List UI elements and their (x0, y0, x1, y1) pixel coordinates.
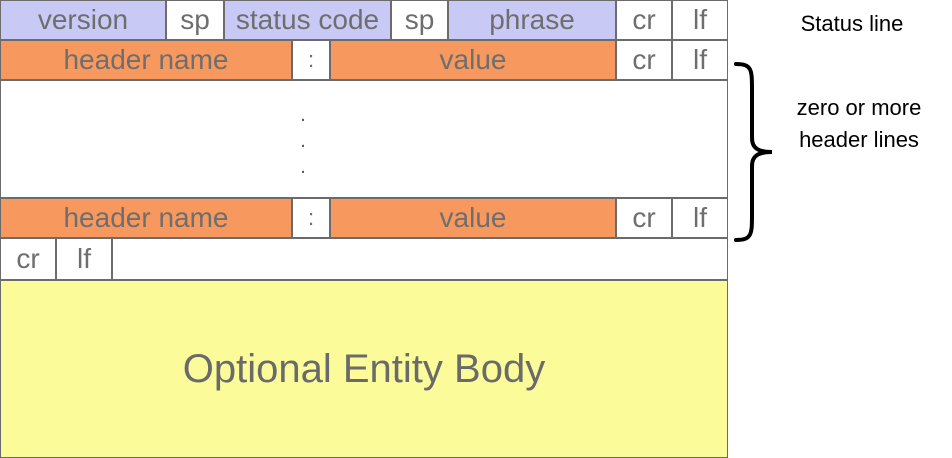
cr-field: cr (616, 198, 672, 238)
header-value-field: value (330, 40, 616, 80)
brace-label-line-2: header lines (799, 127, 919, 152)
space-field-2: sp (391, 0, 448, 40)
header-name-field: header name (0, 40, 292, 80)
lf-field: lf (56, 238, 112, 280)
curly-brace-icon (734, 62, 773, 242)
brace-label: zero or more header lines (770, 92, 948, 156)
colon-field: : (292, 198, 330, 238)
header-value-field: value (330, 198, 616, 238)
lf-field: lf (672, 198, 728, 238)
vertical-ellipsis: . . . (300, 104, 306, 178)
ellipsis-cell (0, 80, 728, 198)
cr-field: cr (616, 0, 672, 40)
entity-body: Optional Entity Body (0, 280, 728, 458)
status-line-label: Status line (800, 11, 904, 36)
cr-field: cr (0, 238, 56, 280)
lf-field: lf (672, 40, 728, 80)
header-name-field: header name (0, 198, 292, 238)
cr-field: cr (616, 40, 672, 80)
space-field-1: sp (166, 0, 224, 40)
brace-label-line-1: zero or more (796, 95, 922, 120)
phrase-field: phrase (448, 0, 616, 40)
blank-line-remainder (112, 238, 728, 280)
colon-field: : (292, 40, 330, 80)
status-code-field: status code (224, 0, 391, 40)
version-field: version (0, 0, 166, 40)
lf-field: lf (672, 0, 728, 40)
